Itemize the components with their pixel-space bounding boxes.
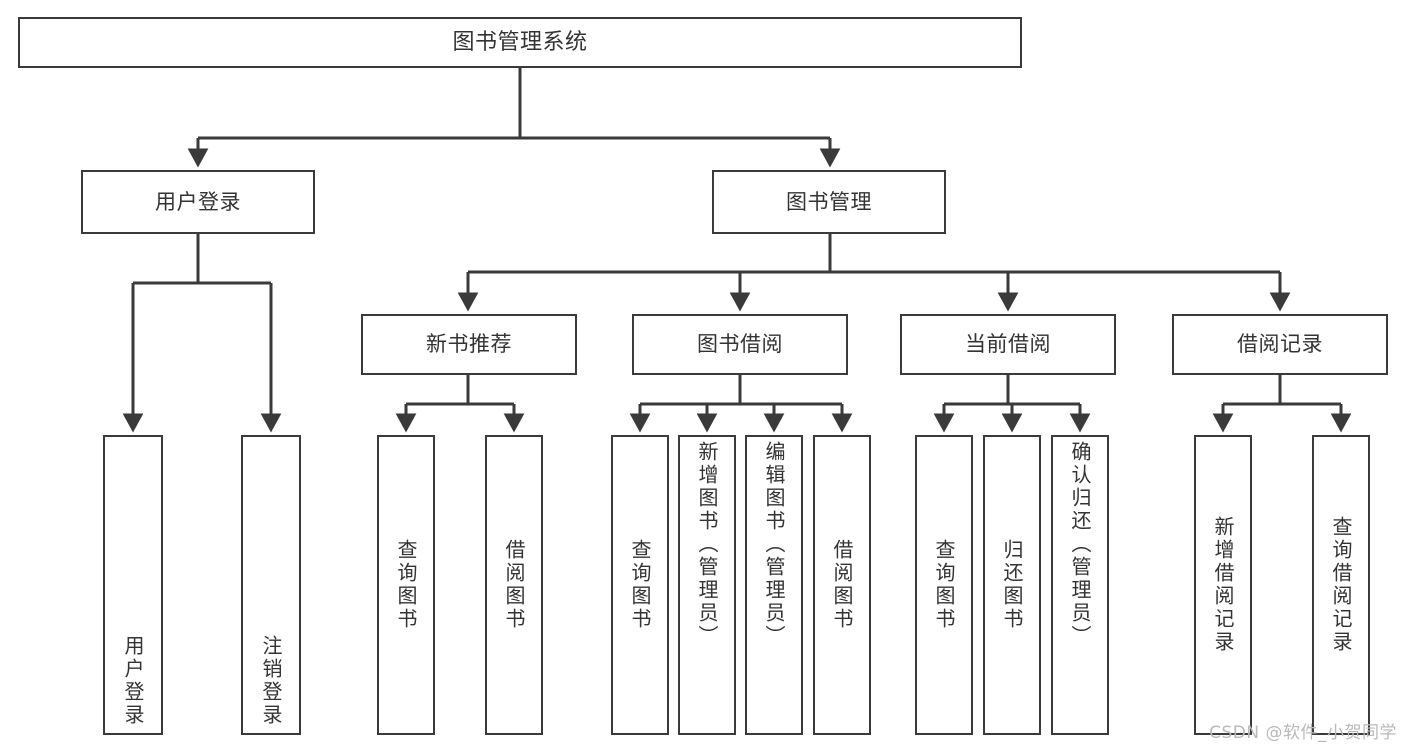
leaf-br-query-record-label: 查询借阅记录 [1329,516,1353,654]
leaf-bb-query-book[interactable]: 查询图书 [611,435,669,735]
node-new-book-recommend[interactable]: 新书推荐 [361,314,577,375]
leaf-br-query-record[interactable]: 查询借阅记录 [1312,435,1370,735]
node-borrow-record[interactable]: 借阅记录 [1172,314,1388,375]
leaf-bb-borrow-book-label: 借阅图书 [830,539,854,631]
leaf-user-logout-label: 注销登录 [259,635,283,727]
node-new-book-recommend-label: 新书推荐 [426,332,512,357]
node-book-borrow-label: 图书借阅 [697,332,783,357]
leaf-cb-confirm-return-label: 确认归还（管理员） [1068,441,1092,648]
node-book-manage[interactable]: 图书管理 [712,170,946,234]
node-user-login-label: 用户登录 [155,189,241,214]
node-user-login[interactable]: 用户登录 [81,170,315,234]
leaf-nb-query-book[interactable]: 查询图书 [377,435,435,735]
leaf-user-login[interactable]: 用户登录 [103,435,163,735]
node-root[interactable]: 图书管理系统 [18,17,1022,68]
leaf-cb-query-book[interactable]: 查询图书 [915,435,973,735]
node-root-label: 图书管理系统 [452,29,588,55]
node-book-borrow[interactable]: 图书借阅 [632,314,848,375]
leaf-nb-query-book-label: 查询图书 [394,539,418,631]
leaf-br-add-record[interactable]: 新增借阅记录 [1194,435,1252,735]
leaf-nb-borrow-book[interactable]: 借阅图书 [485,435,543,735]
leaf-user-login-label: 用户登录 [121,635,145,727]
leaf-br-add-record-label: 新增借阅记录 [1211,516,1235,654]
leaf-bb-borrow-book[interactable]: 借阅图书 [813,435,871,735]
node-current-borrow[interactable]: 当前借阅 [900,314,1116,375]
leaf-bb-add-book-label: 新增图书（管理员） [695,441,719,648]
leaf-cb-return-book[interactable]: 归还图书 [983,435,1041,735]
leaf-bb-add-book[interactable]: 新增图书（管理员） [678,435,736,735]
csdn-watermark: CSDN @软件_小贺同学 [1209,723,1397,743]
leaf-cb-query-book-label: 查询图书 [932,539,956,631]
leaf-cb-confirm-return[interactable]: 确认归还（管理员） [1051,435,1109,735]
leaf-bb-edit-book[interactable]: 编辑图书（管理员） [745,435,803,735]
node-borrow-record-label: 借阅记录 [1237,332,1323,357]
leaf-user-logout[interactable]: 注销登录 [241,435,301,735]
leaf-nb-borrow-book-label: 借阅图书 [502,539,526,631]
leaf-bb-query-book-label: 查询图书 [628,539,652,631]
leaf-cb-return-book-label: 归还图书 [1000,539,1024,631]
node-current-borrow-label: 当前借阅 [965,332,1051,357]
leaf-bb-edit-book-label: 编辑图书（管理员） [762,441,786,648]
node-book-manage-label: 图书管理 [786,189,872,214]
